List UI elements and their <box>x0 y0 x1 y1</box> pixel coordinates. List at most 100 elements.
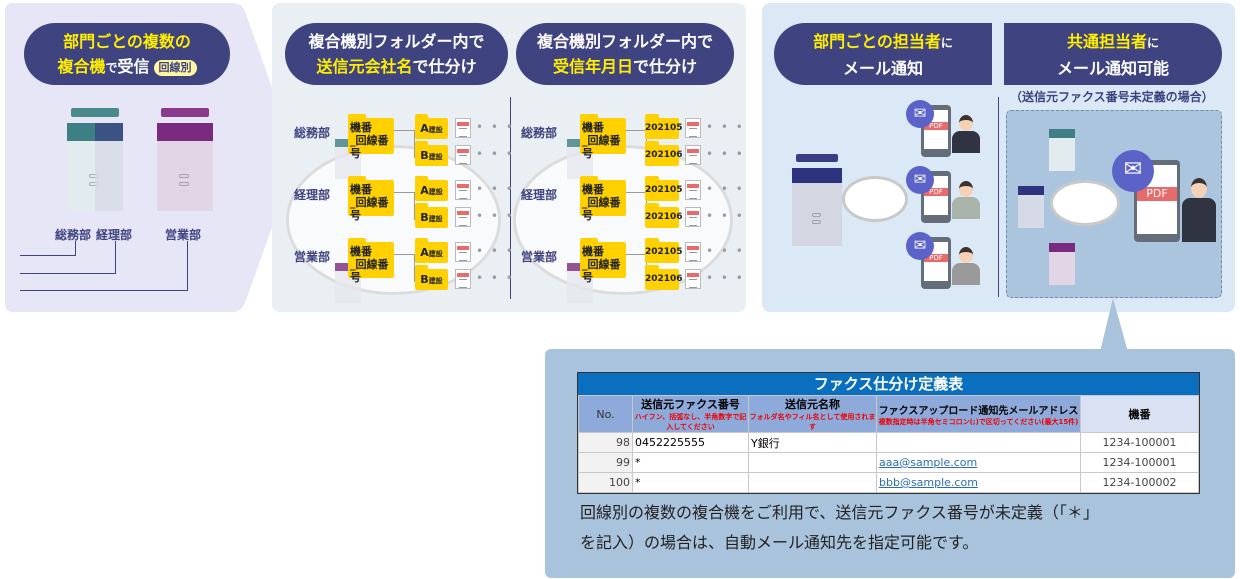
pdf-file-icon <box>685 145 701 165</box>
folder-label: A <box>420 184 429 197</box>
folder-label: 202105 <box>645 247 683 257</box>
header-note: 複数指定時は半角セミコロン(;)で区切ってください(最大15件) <box>878 417 1079 426</box>
folder-label: B <box>420 211 429 224</box>
folder-label: 機番 <box>350 121 372 134</box>
pdf-file-icon <box>455 145 471 165</box>
pdf-file-icon <box>685 118 701 138</box>
folder-label: _回線番号 <box>350 258 389 284</box>
folder-label: B <box>420 149 429 162</box>
cell-machine: 1234-100001 <box>1080 452 1199 473</box>
sub-folder[interactable]: 202105 <box>645 238 683 263</box>
cell-email[interactable]: bbb@sample.com <box>876 472 1081 493</box>
column-header: 送信元ファクス番号ハイフン、括弧なし、半角数字で記入してください <box>632 395 749 433</box>
sub-folder[interactable]: 202106 <box>645 203 683 228</box>
sub-folder[interactable]: B建設 <box>415 265 448 290</box>
sub-folder[interactable]: 202106 <box>645 141 683 166</box>
table-title: ファクス仕分け定義表 <box>578 373 1199 395</box>
department-label: 営業部 <box>521 250 558 264</box>
machine-folder[interactable]: 機番_回線番号 <box>580 114 626 160</box>
printer-icon <box>792 154 842 252</box>
mail-icon: ✉ <box>906 232 934 260</box>
folder-label: 機番 <box>582 121 604 134</box>
department-label: 総務部 <box>294 126 331 140</box>
header-label: 送信元名称 <box>785 398 840 411</box>
sub-folder[interactable]: A建設 <box>415 176 448 201</box>
printer-icon <box>1018 179 1044 231</box>
sub-folder[interactable]: 202106 <box>645 265 683 290</box>
pdf-file-icon <box>455 269 471 289</box>
column-header: ファクスアップロード通知先メールアドレス複数指定時は半角セミコロン(;)で区切っ… <box>876 395 1081 433</box>
ellipsis: • • • <box>706 120 745 134</box>
folder-label: _回線番号 <box>350 134 389 160</box>
ellipsis: • • • <box>476 244 515 258</box>
cell-machine: 1234-100001 <box>1080 432 1199 453</box>
machine-folder[interactable]: 機番_回線番号 <box>348 238 394 284</box>
printer-icon <box>1049 122 1075 174</box>
pdf-file-icon <box>455 242 471 262</box>
cell-no: 99 <box>578 452 633 473</box>
sub-folder[interactable]: B建設 <box>415 141 448 166</box>
printer-icon <box>157 108 213 218</box>
title-highlight: 受信年月日 <box>552 57 633 76</box>
description-line: 回線別の複数の複合機をご利用で、送信元ファクス番号が未定義（「＊」 <box>580 503 1099 522</box>
pdf-screen: PDF <box>924 176 948 215</box>
description-line: を記入）の場合は、自動メール通知先を指定可能です。 <box>580 533 979 552</box>
folder-label: 機番 <box>582 183 604 196</box>
department-label: 経理部 <box>294 188 331 202</box>
title-small: で <box>105 61 118 75</box>
column-header: 送信元名称フォルダ名やフィル名として使用されます <box>748 395 877 433</box>
folder-label: A <box>420 122 429 135</box>
phone-icon: PDF <box>921 105 951 157</box>
connector <box>394 130 415 131</box>
folder-label: 機番 <box>350 183 372 196</box>
fax-line <box>187 241 188 291</box>
machine-folder[interactable]: 機番_回線番号 <box>580 238 626 284</box>
machine-folder[interactable]: 機番_回線番号 <box>580 176 626 222</box>
ellipsis: • • • <box>476 209 515 223</box>
folder-label: 202105 <box>645 185 683 195</box>
folder-label: _回線番号 <box>582 258 621 284</box>
title-small: に <box>1147 36 1160 50</box>
sub-folder[interactable]: 202105 <box>645 114 683 139</box>
header-label: ファクスアップロード通知先メールアドレス <box>878 405 1079 417</box>
machine-folder[interactable]: 機番_回線番号 <box>348 114 394 160</box>
connector <box>414 254 415 282</box>
folder-label: _回線番号 <box>582 196 621 222</box>
ellipsis: • • • <box>476 120 515 134</box>
pdf-label: PDF <box>1137 187 1177 201</box>
title-line: 複合機別フォルダー内で <box>536 32 713 51</box>
notify-common-title: 共通担当者に メール通知可能 <box>1004 23 1222 85</box>
title-line: 複合機別フォルダー内で <box>308 32 485 51</box>
column-header: No. <box>578 395 633 433</box>
cloud-icon <box>842 176 908 222</box>
sub-folder[interactable]: 202105 <box>645 176 683 201</box>
mail-icon: ✉ <box>906 100 934 128</box>
title-line: メール通知 <box>842 59 923 78</box>
title-rest: 受信 <box>117 57 150 76</box>
title-highlight: 部門ごとの担当者 <box>813 32 941 51</box>
folder-label: 建設 <box>428 215 443 223</box>
folder-label: B <box>420 273 429 286</box>
pdf-file-icon <box>685 180 701 200</box>
cell-email[interactable]: aaa@sample.com <box>876 452 1081 473</box>
pdf-file-icon <box>685 269 701 289</box>
notify-subtitle: （送信元ファクス番号未定義の場合） <box>1010 90 1214 104</box>
sub-folder[interactable]: A建設 <box>415 238 448 263</box>
divider <box>510 97 511 299</box>
mail-icon: ✉ <box>1112 150 1154 192</box>
connector <box>394 192 415 193</box>
connector <box>626 192 645 193</box>
sub-folder[interactable]: B建設 <box>415 203 448 228</box>
pdf-label: PDF <box>924 188 948 196</box>
pdf-screen: PDF <box>924 242 948 281</box>
ellipsis: • • • <box>706 209 745 223</box>
connector <box>626 130 645 131</box>
sub-folder[interactable]: A建設 <box>415 114 448 139</box>
person-icon <box>952 247 980 285</box>
machine-folder[interactable]: 機番_回線番号 <box>348 176 394 222</box>
header-note: フォルダ名やフィル名として使用されます <box>749 413 876 431</box>
header-label: 機番 <box>1128 408 1151 421</box>
ellipsis: • • • <box>476 271 515 285</box>
